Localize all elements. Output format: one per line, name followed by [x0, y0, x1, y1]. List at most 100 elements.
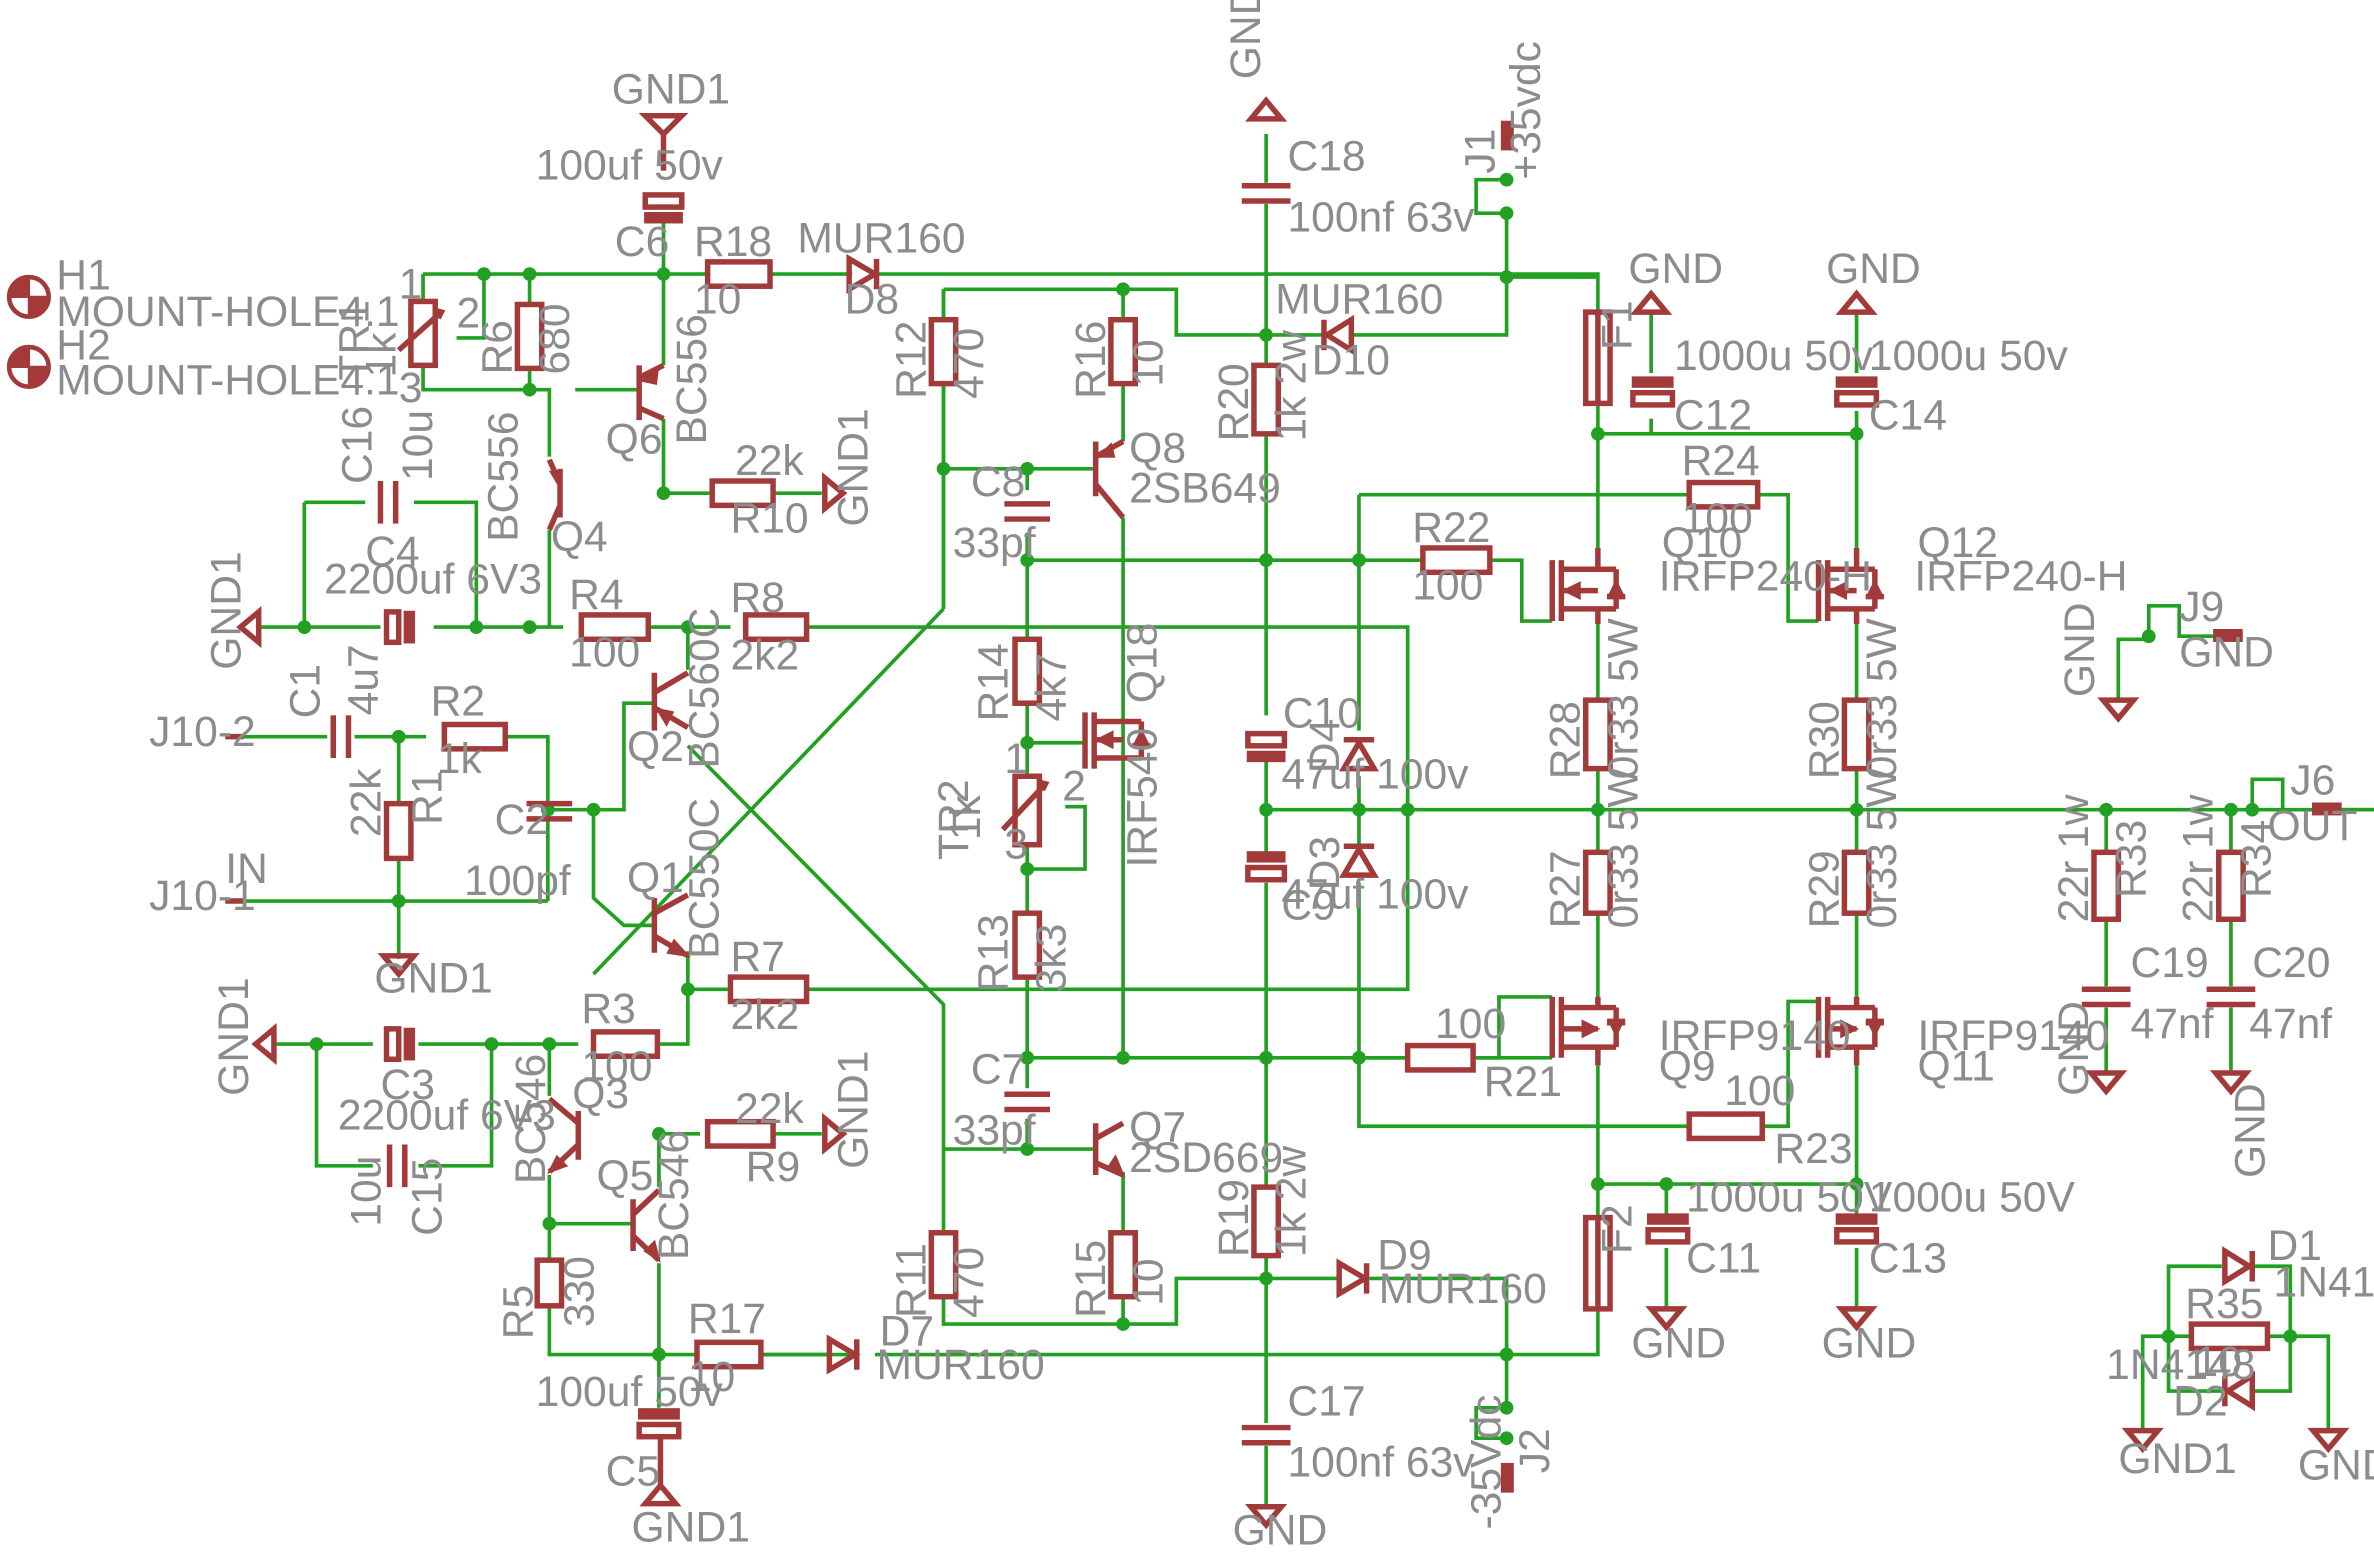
transistor-q7 [1092, 1120, 1126, 1178]
tr1-ref: TR1 [330, 300, 378, 381]
q4-value: BC556 [479, 412, 527, 542]
resistor-r28 [1582, 697, 1613, 772]
resistor-r29 [1841, 849, 1872, 916]
r29-value: 0r33 5W [1858, 767, 1906, 929]
q3-value: BC546 [507, 1054, 555, 1184]
c14-value: 1000u 50v [1869, 332, 2069, 380]
capacitor-c17 [1241, 1424, 1291, 1446]
r1-ref: R1 [403, 770, 451, 824]
labels: H1 MOUNT-HOLE4.1 H2 MOUNT-HOLE4.1 GND1 G… [56, 0, 2374, 1554]
resistor-r11 [928, 1230, 959, 1300]
q4-ref: Q4 [551, 513, 608, 561]
gnd-j9: GND [2179, 629, 2274, 677]
r29-ref: R29 [1800, 850, 1848, 928]
r34-value: 22r 1w [2175, 794, 2223, 922]
q18-value: IRF540 [1119, 728, 1167, 868]
resistor-r23 [1686, 1111, 1765, 1142]
diode-d1 [2222, 1246, 2255, 1287]
r21-ref: R21 [1484, 1058, 1562, 1106]
q11-ref: Q11 [1917, 1043, 1994, 1091]
q1-ref: Q1 [627, 854, 684, 902]
r8-ref: R8 [730, 574, 784, 622]
h2-ref: H2 [56, 321, 110, 369]
resistor-r10 [709, 478, 776, 509]
j2-ref: J2 [1511, 1428, 1559, 1473]
transistor-q3 [547, 1096, 582, 1174]
r34-ref: R34 [2233, 820, 2281, 898]
gnd1-symbol-r1 [377, 953, 420, 979]
r21-value: 100 [1435, 1000, 1506, 1048]
r13-ref: R13 [969, 914, 1017, 992]
mosfet-q10 [1549, 547, 1626, 625]
gnd-d1: GND [2298, 1441, 2374, 1489]
gnd-symbol-c12 [1630, 289, 1673, 315]
tr1-pin2: 2 [457, 289, 481, 337]
r19-ref: R19 [1210, 1179, 1258, 1257]
d7-ref: D7 [880, 1307, 934, 1355]
c16-value: 10u [394, 410, 442, 481]
gnd-symbol-c11 [1645, 1306, 1688, 1332]
gnd1-symbol-c6 [638, 113, 689, 171]
q7-value: 2SD669 [1129, 1134, 1283, 1182]
r6-ref: R6 [473, 320, 521, 374]
r15-value: 10 [1125, 1258, 1173, 1305]
gnd1-r10: GND1 [829, 408, 877, 526]
c15-value: 10u [342, 1156, 390, 1227]
r14-ref: R14 [969, 643, 1017, 721]
c13-value: 1000u 50V [1869, 1173, 2076, 1221]
transistor-q2 [651, 670, 690, 731]
resistor-r30 [1841, 697, 1872, 772]
r16-value: 10 [1125, 339, 1173, 386]
resistor-r8 [742, 612, 810, 643]
r18-value: 10 [694, 276, 741, 324]
mount-hole-h1-icon [6, 274, 51, 319]
resistor-r9 [704, 1118, 776, 1149]
q2-value: BC560C [680, 608, 728, 769]
gnd1-d2: GND1 [2118, 1435, 2236, 1483]
gnd1-r9: GND1 [829, 1050, 877, 1168]
f1-ref: F1 [1593, 300, 1641, 350]
r27-ref: R27 [1542, 850, 1590, 928]
transistor-symbols [546, 362, 1126, 1263]
d10-ref: D10 [1312, 336, 1390, 384]
d4-ref: D4 [1301, 719, 1349, 773]
c12-ref: C12 [1674, 391, 1752, 439]
transistor-q4 [546, 458, 563, 531]
q8-value: 2SB649 [1129, 464, 1281, 512]
r17-ref: R17 [688, 1295, 766, 1343]
gnd-symbol-c19 [2085, 1070, 2128, 1096]
c4-ref: C4 [365, 528, 419, 576]
capacitor-c19 [2081, 986, 2131, 1008]
d2-value: 1N4148 [2106, 1341, 2255, 1389]
mosfet-q18 [1082, 712, 1151, 769]
r7-value: 2k2 [730, 991, 799, 1039]
r9-value: 22k [735, 1085, 804, 1133]
capacitor-c6 [642, 192, 685, 210]
r10-ref: R10 [730, 495, 808, 543]
c3-ref: C3 [380, 1061, 434, 1109]
capacitor-c9 [1245, 864, 1288, 883]
r12-value: 470 [945, 328, 993, 399]
r24-ref: R24 [1682, 437, 1760, 485]
capacitor-symbols [330, 183, 2256, 1446]
q3-ref: Q3 [572, 1070, 629, 1118]
gnd1-symbol-c5 [639, 1438, 682, 1507]
gnd1-symbol-c3 [251, 1023, 277, 1066]
c1-value: 4u7 [339, 644, 387, 715]
resistor-r4 [578, 612, 652, 643]
r4-ref: R4 [569, 571, 623, 619]
j10-2: J10-2 [149, 708, 256, 756]
h1-ref: H1 [56, 251, 110, 299]
resistor-r7 [727, 974, 810, 1005]
c20-ref: C20 [2252, 939, 2330, 987]
c7-ref: C7 [971, 1046, 1025, 1094]
gnd-symbol-c18 [1245, 96, 1288, 122]
q12-value: IRFP240-H [1914, 553, 2127, 601]
r23-ref: R23 [1774, 1125, 1852, 1173]
capacitor-c10 [1245, 730, 1288, 749]
d3-ref: D3 [1301, 836, 1349, 890]
j1-ref: J1 [1456, 129, 1504, 174]
diode-d8 [846, 254, 881, 295]
capacitor-c12 [1631, 376, 1674, 388]
q8-ref: Q8 [1129, 425, 1186, 473]
